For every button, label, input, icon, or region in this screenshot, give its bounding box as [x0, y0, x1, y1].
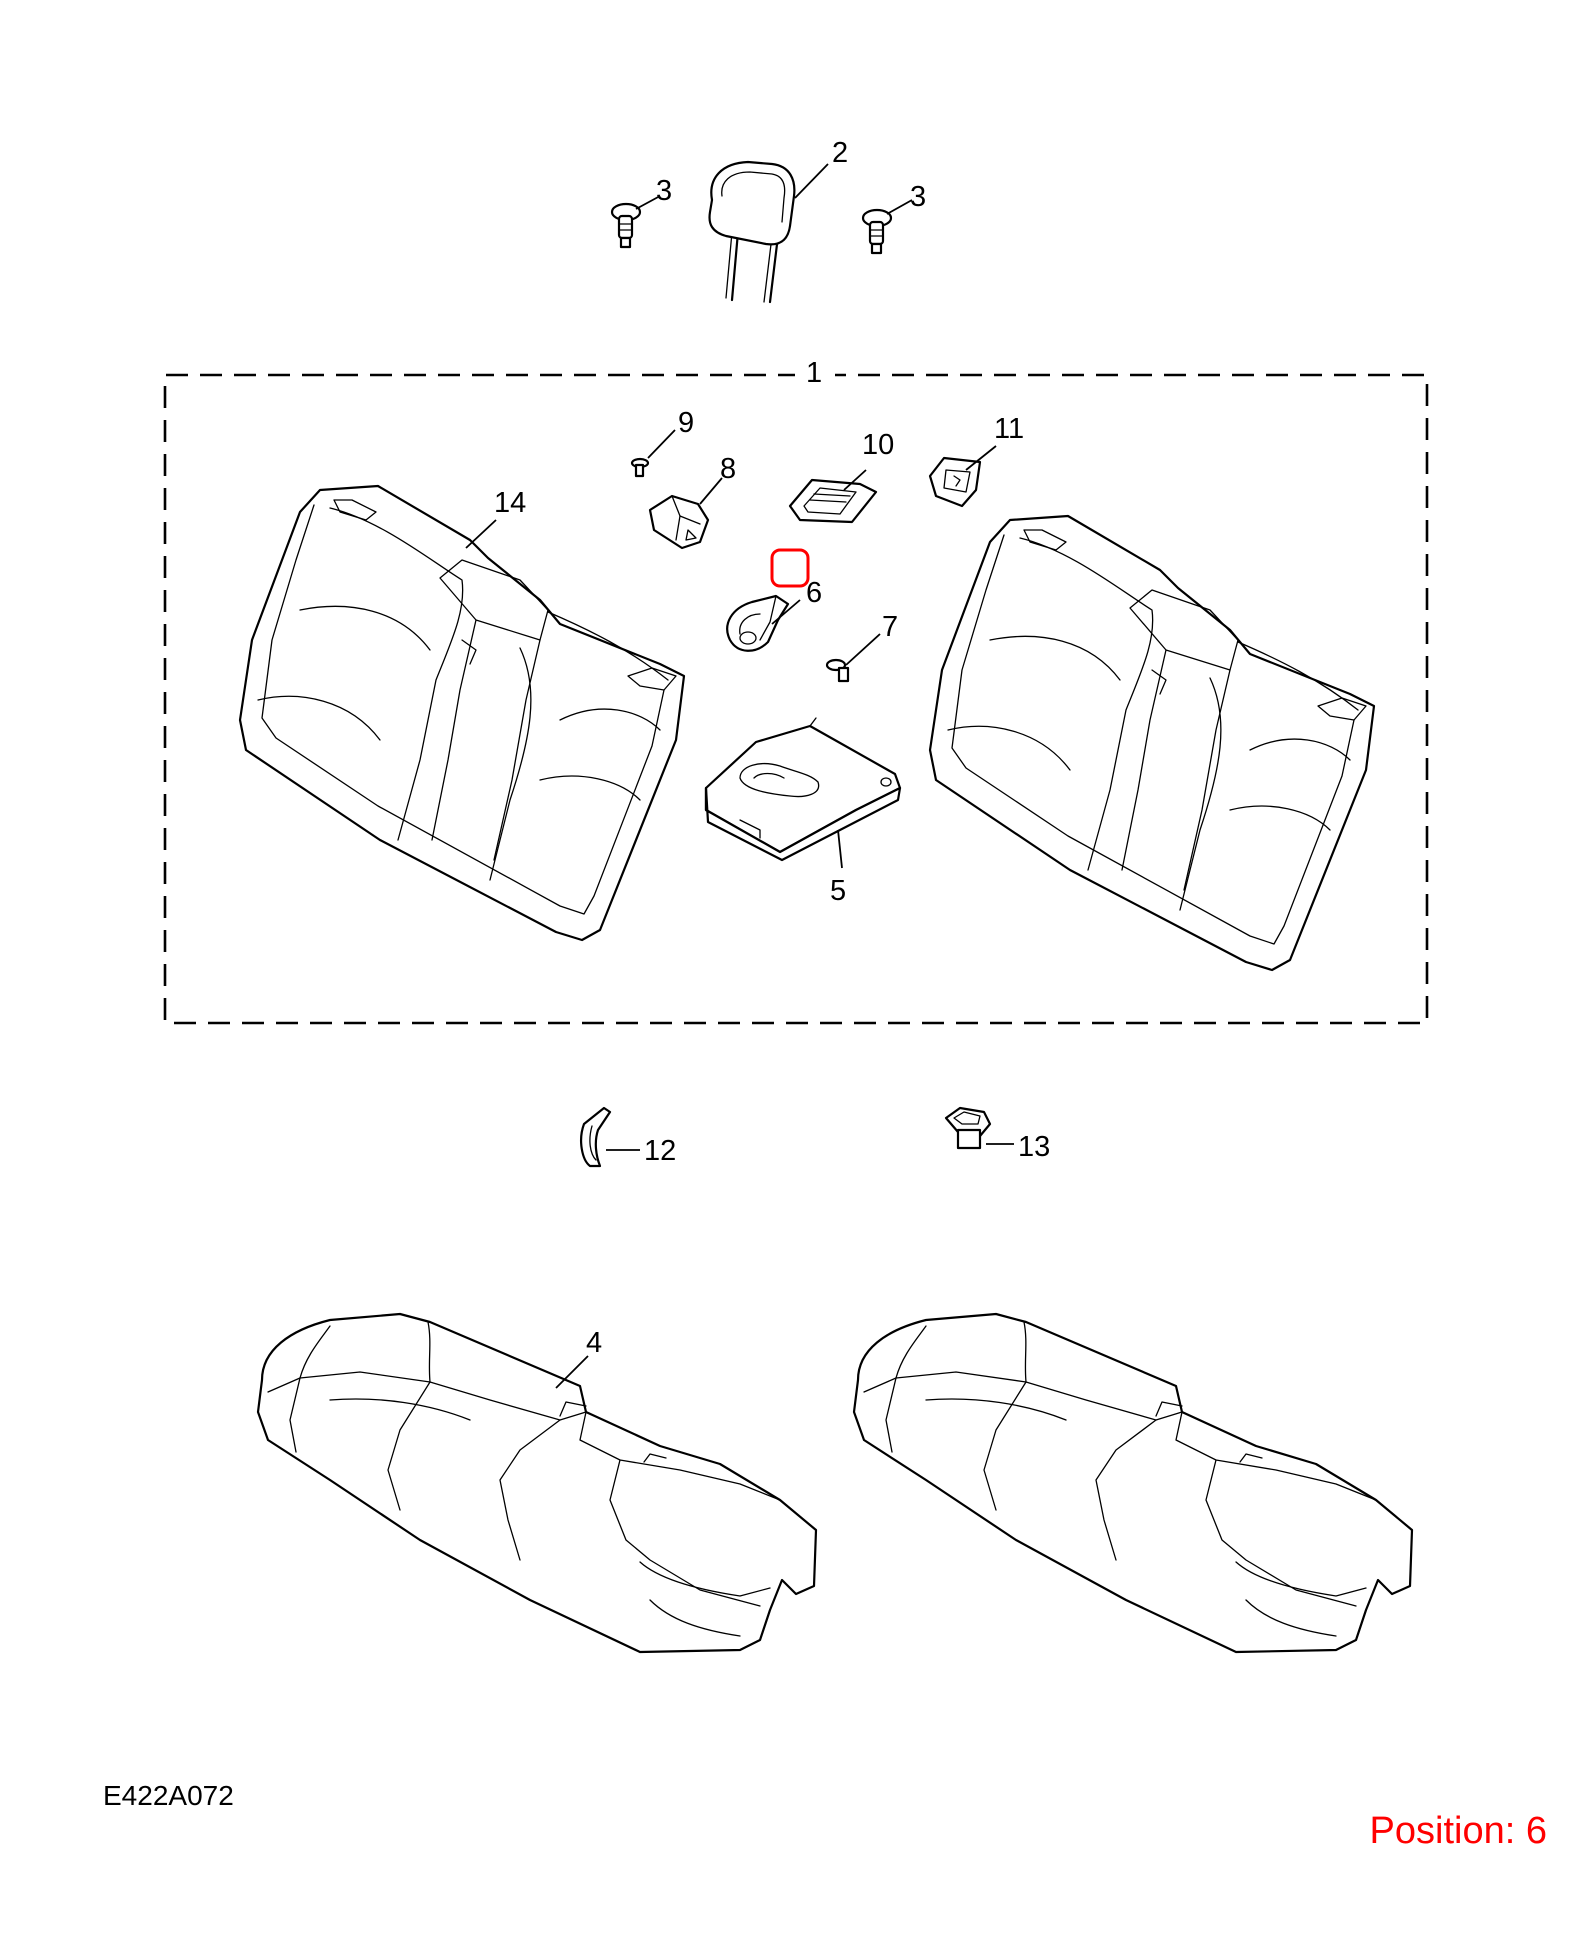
assembly-boundary — [163, 373, 1429, 1025]
part-7-pin[interactable] — [825, 658, 850, 683]
part-13-clip[interactable] — [944, 1106, 992, 1150]
position-label: Position: 6 — [1369, 1810, 1547, 1852]
part-4-seat-cushion-left[interactable] — [256, 1312, 818, 1654]
part-8-bracket[interactable] — [648, 494, 710, 550]
diagram-code: E422A072 — [103, 1780, 234, 1811]
part-9-screw[interactable] — [630, 457, 650, 478]
seat-cushion-right — [852, 1312, 1414, 1654]
highlight-position-6 — [770, 548, 810, 588]
seat-back-right — [928, 514, 1376, 972]
callout-9[interactable]: 9 — [678, 407, 694, 439]
callout-7[interactable]: 7 — [882, 611, 898, 643]
callout-12[interactable]: 12 — [644, 1135, 676, 1167]
callout-2[interactable]: 2 — [832, 137, 848, 169]
part-14-seat-back-left[interactable] — [238, 484, 686, 942]
callout-3-right[interactable]: 3 — [910, 181, 926, 213]
callout-1[interactable]: 1 — [806, 357, 822, 389]
callout-11[interactable]: 11 — [994, 413, 1024, 445]
part-3-guide-right[interactable] — [861, 208, 893, 255]
part-10-trim-bezel[interactable] — [788, 478, 878, 524]
callout-4[interactable]: 4 — [586, 1327, 602, 1359]
callout-3-left[interactable]: 3 — [656, 175, 672, 207]
callout-6[interactable]: 6 — [806, 577, 822, 609]
callout-14[interactable]: 14 — [494, 487, 526, 519]
callout-8[interactable]: 8 — [720, 453, 736, 485]
part-3-guide-left[interactable] — [610, 202, 642, 249]
part-12-clip[interactable] — [580, 1106, 612, 1168]
callout-5[interactable]: 5 — [830, 875, 846, 907]
part-5-armrest[interactable] — [704, 717, 902, 862]
part-2-headrest[interactable] — [708, 160, 796, 304]
part-11-latch-cover[interactable] — [928, 456, 982, 508]
part-6-armrest-cover[interactable] — [726, 594, 790, 652]
callout-10[interactable]: 10 — [862, 429, 894, 461]
callout-13[interactable]: 13 — [1018, 1131, 1050, 1163]
